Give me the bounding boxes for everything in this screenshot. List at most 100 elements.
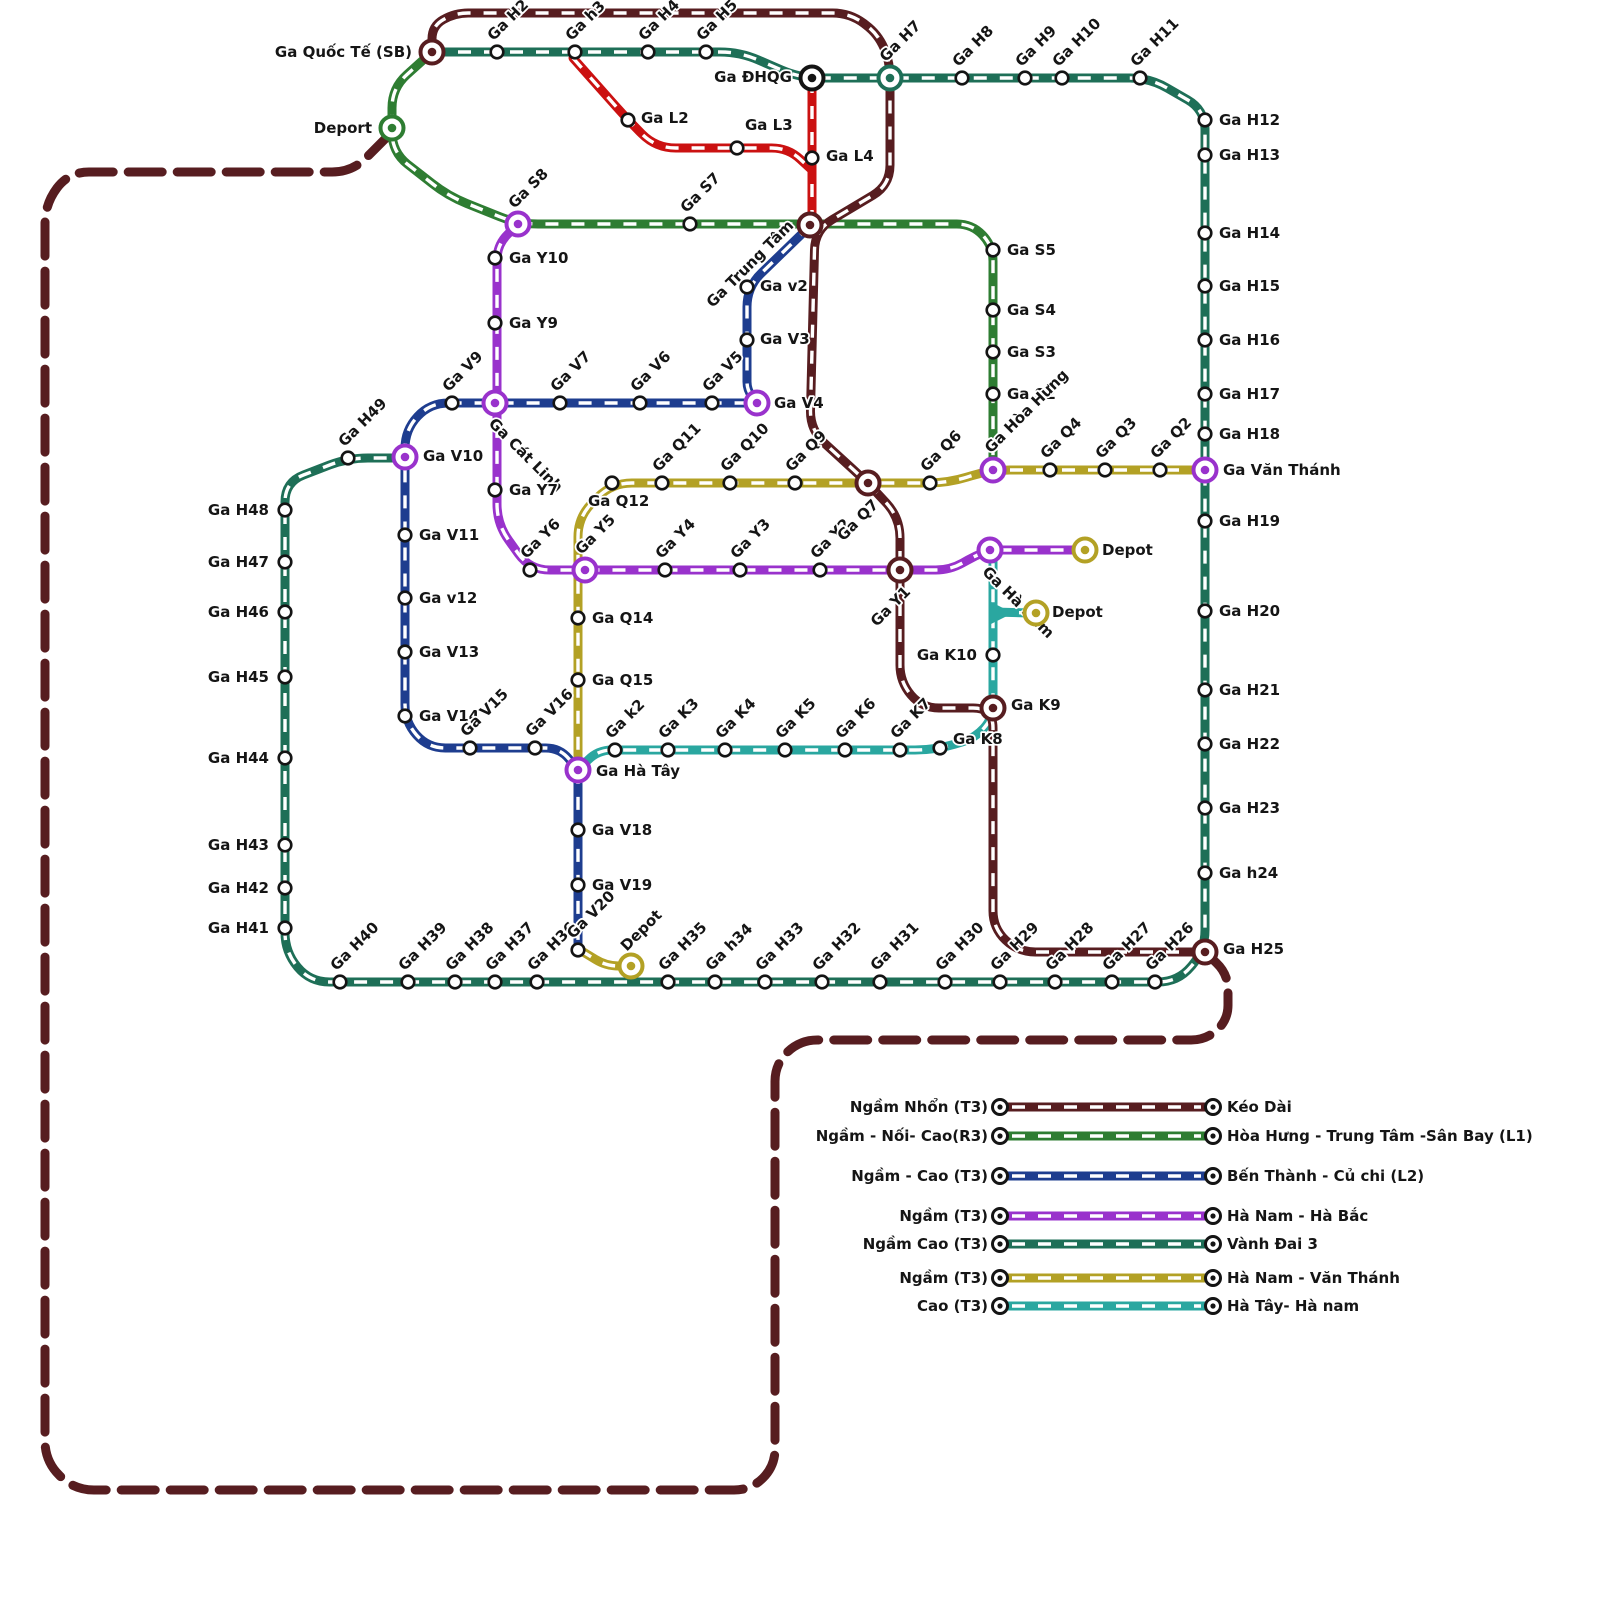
station-label: Ga Hà Tây bbox=[596, 762, 680, 780]
legend-terminal-dot bbox=[997, 1133, 1003, 1139]
station-dot bbox=[277, 554, 293, 570]
station-dot bbox=[570, 610, 586, 626]
station-dot bbox=[814, 974, 830, 990]
station-depot-3: Depot bbox=[1022, 599, 1105, 627]
station-dot bbox=[400, 974, 416, 990]
station-ga-s2: Ga S2 bbox=[985, 383, 1058, 405]
station-label: Ga Y9 bbox=[509, 314, 558, 332]
station-ga-l3: Ga L3 bbox=[729, 114, 794, 156]
station-ga-l2: Ga L2 bbox=[620, 107, 690, 129]
station-dot bbox=[872, 974, 888, 990]
station-dot bbox=[1197, 332, 1213, 348]
station-label: Ga H43 bbox=[208, 836, 269, 854]
station-ga-văn-thánh: Ga Văn Thánh bbox=[1191, 456, 1342, 484]
station-label: Ga H14 bbox=[1219, 224, 1280, 242]
station-dot bbox=[567, 44, 583, 60]
station-ga-v11: Ga V11 bbox=[397, 524, 481, 546]
legend-left-label: Ngầm Cao (T3) bbox=[863, 1235, 988, 1253]
legend-row-7: Cao (T3)Hà Tây- Hà nam bbox=[915, 1295, 1361, 1317]
station-dot bbox=[739, 279, 755, 295]
interchange-dot bbox=[988, 465, 998, 475]
station-dot bbox=[487, 974, 503, 990]
station-ga-v3: Ga V3 bbox=[739, 328, 811, 350]
station-dot bbox=[277, 880, 293, 896]
station-dot bbox=[777, 742, 793, 758]
station-ga-h14: Ga H14 bbox=[1197, 222, 1282, 244]
station-dot bbox=[787, 475, 803, 491]
station-label: Ga Quốc Tế (SB) bbox=[275, 42, 412, 61]
station-ga-y9: Ga Y9 bbox=[487, 312, 560, 334]
station-ga-s5: Ga S5 bbox=[985, 239, 1058, 261]
legend-terminal-dot bbox=[1210, 1275, 1216, 1281]
station-ga-h23: Ga H23 bbox=[1197, 797, 1282, 819]
station-ga-h24: Ga h24 bbox=[1197, 862, 1280, 884]
station-label: Ga V13 bbox=[419, 643, 479, 661]
station-dot bbox=[570, 942, 586, 958]
line-keo-dai-extension bbox=[40, 123, 1233, 1495]
station-ga-v18: Ga V18 bbox=[570, 819, 654, 841]
station-label: Ga H13 bbox=[1219, 146, 1280, 164]
station-label: Ga Y10 bbox=[509, 249, 568, 267]
station-ga-h48: Ga H48 bbox=[206, 499, 293, 521]
station-dot bbox=[1042, 462, 1058, 478]
interchange-dot bbox=[1080, 545, 1090, 555]
station-dot bbox=[1017, 70, 1033, 86]
station-label: Ga H48 bbox=[208, 501, 269, 519]
station-dot bbox=[277, 920, 293, 936]
legend-terminal-dot bbox=[1210, 1173, 1216, 1179]
station-dot bbox=[607, 742, 623, 758]
station-label: Ga ĐHQG bbox=[714, 68, 792, 86]
station-label: Depot bbox=[1102, 541, 1153, 559]
station-dot bbox=[1197, 682, 1213, 698]
station-dot bbox=[527, 740, 543, 756]
station-ga-l4: Ga L4 bbox=[804, 145, 875, 167]
station-ga-h15: Ga H15 bbox=[1197, 275, 1282, 297]
station-dot bbox=[632, 395, 648, 411]
station-dot bbox=[922, 475, 938, 491]
interchange-dot bbox=[427, 47, 437, 57]
legend-row-4: Ngầm (T3)Hà Nam - Hà Bắc bbox=[898, 1204, 1370, 1227]
station-dot bbox=[654, 475, 670, 491]
station-dot bbox=[277, 502, 293, 518]
legend-terminal-dot bbox=[1210, 1241, 1216, 1247]
station-label: Ga H46 bbox=[208, 603, 269, 621]
legend-terminal-dot bbox=[1210, 1104, 1216, 1110]
interchange-dot bbox=[573, 765, 583, 775]
station-ga-q15: Ga Q15 bbox=[570, 669, 655, 691]
station-dot bbox=[487, 250, 503, 266]
legend-route-name: Hà Nam - Văn Thánh bbox=[1227, 1269, 1400, 1287]
legend-route-name: Bến Thành - Củ chi (L2) bbox=[1227, 1166, 1424, 1185]
legend-route-name: Hà Tây- Hà nam bbox=[1227, 1297, 1359, 1315]
interchange-dot bbox=[895, 565, 905, 575]
legend-route-name: Hà Nam - Hà Bắc bbox=[1227, 1206, 1368, 1225]
station-label: Ga h24 bbox=[1219, 864, 1278, 882]
station-dot bbox=[992, 974, 1008, 990]
station-dot bbox=[397, 527, 413, 543]
depot-triangle bbox=[991, 602, 1013, 624]
station-dot bbox=[985, 647, 1001, 663]
station-dot bbox=[529, 974, 545, 990]
station-dot bbox=[660, 742, 676, 758]
station-label: Ga H23 bbox=[1219, 799, 1280, 817]
station-ga-q14: Ga Q14 bbox=[570, 607, 655, 629]
station-dot bbox=[660, 974, 676, 990]
station-label: Ga H25 bbox=[1223, 940, 1284, 958]
station-label: Ga H19 bbox=[1219, 512, 1280, 530]
station-dot bbox=[932, 740, 948, 756]
station-ga-y10: Ga Y10 bbox=[487, 247, 570, 269]
station-label: Ga H12 bbox=[1219, 111, 1280, 129]
station-label: Ga V11 bbox=[419, 526, 479, 544]
station-ga-v12: Ga v12 bbox=[397, 587, 479, 609]
legend-terminal-dot bbox=[997, 1104, 1003, 1110]
station-label: Ga H15 bbox=[1219, 277, 1280, 295]
station-dot bbox=[1197, 225, 1213, 241]
station-ga-k10: Ga K10 bbox=[915, 644, 1001, 666]
interchange-dot bbox=[490, 398, 500, 408]
station-dot bbox=[277, 750, 293, 766]
legend-row-5: Ngầm Cao (T3)Vành Đai 3 bbox=[861, 1233, 1320, 1255]
station-label: Ga Văn Thánh bbox=[1223, 461, 1341, 479]
interchange-dot bbox=[752, 398, 762, 408]
station-label: Ga L3 bbox=[745, 116, 793, 134]
